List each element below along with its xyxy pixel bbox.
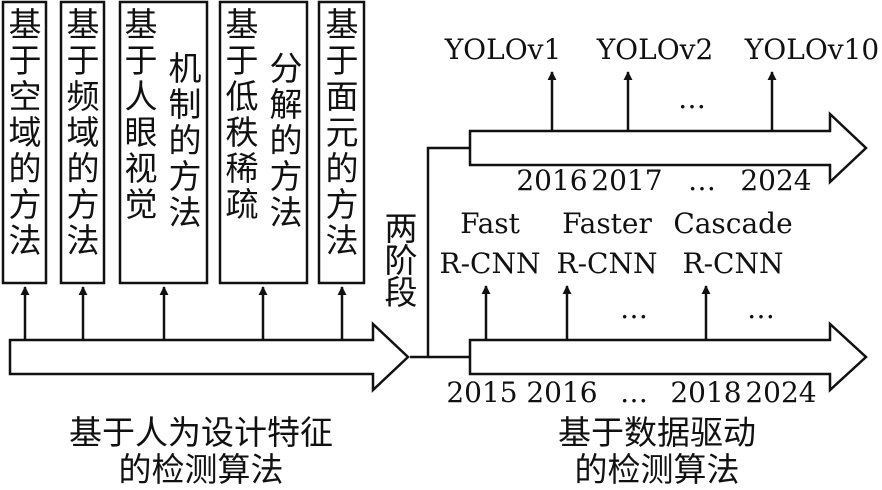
- rcnn-model-2-line1: Faster: [562, 207, 652, 240]
- rcnn-model-1-line2: R-CNN: [440, 247, 541, 280]
- yolo-year-ellipsis: …: [688, 164, 716, 197]
- left-caption-line1: 基于人为设计特征: [69, 413, 333, 452]
- rcnn-model-ellipsis-1: …: [620, 292, 648, 325]
- rcnn-year-2: 2016: [526, 376, 597, 409]
- method-box-lowrank: [218, 0, 309, 285]
- method-box-2-column-1: 基于频域的方法: [67, 5, 100, 260]
- yolo-year-4: 2024: [740, 164, 811, 197]
- rcnn-model-1-line1: Fast: [460, 207, 521, 240]
- method-box-hvs: [118, 0, 209, 285]
- method-box-patch: [317, 0, 366, 285]
- method-box-3-column-1: 基于人眼视觉: [125, 5, 158, 224]
- rcnn-model-3-line1: Cascade: [673, 207, 792, 240]
- rcnn-timeline-arrow: [468, 321, 868, 393]
- rcnn-model-2-line2: R-CNN: [557, 247, 658, 280]
- yolo-year-2: 2017: [591, 164, 662, 197]
- yolo-model-2: YOLOv2: [596, 33, 714, 66]
- rcnn-model-ellipsis-2: …: [747, 292, 775, 325]
- right-caption-line1: 基于数据驱动: [558, 413, 756, 452]
- method-box-frequency: [59, 0, 106, 285]
- right-caption-line2: 的检测算法: [575, 450, 740, 489]
- two-stage-text: 两阶段: [385, 209, 418, 312]
- yolo-model-ellipsis: …: [678, 82, 706, 115]
- rcnn-year-5: 2024: [745, 376, 816, 409]
- method-box-4-column-1: 基于低秩稀疏: [226, 5, 259, 224]
- left-caption-line2: 的检测算法: [119, 450, 284, 489]
- method-box-4-column-2: 分解的方法: [270, 49, 303, 232]
- two-stage-label: 两阶段: [385, 209, 418, 312]
- method-box-3-column-2: 机制的方法: [169, 49, 202, 232]
- yolo-model-1: YOLOv1: [444, 33, 562, 66]
- method-box-1-column-1: 基于空域的方法: [9, 5, 42, 260]
- method-box-labels: 基于空域的方法基于频域的方法基于人眼视觉机制的方法基于低秩稀疏分解的方法基于面元…: [9, 5, 359, 260]
- method-box-spatial: [1, 0, 48, 285]
- yolo-year-1: 2016: [516, 164, 587, 197]
- rcnn-model-3-line2: R-CNN: [683, 247, 784, 280]
- rcnn-year-1: 2015: [446, 376, 517, 409]
- rcnn-year-4: 2018: [670, 376, 741, 409]
- rcnn-year-ellipsis: …: [620, 376, 648, 409]
- left-timeline-arrow: [8, 321, 410, 393]
- method-box-5-column-1: 基于面元的方法: [326, 5, 359, 260]
- split-connector: [410, 146, 470, 359]
- yolo-timeline-arrow: [468, 111, 868, 185]
- yolo-model-10: YOLOv10: [744, 33, 879, 66]
